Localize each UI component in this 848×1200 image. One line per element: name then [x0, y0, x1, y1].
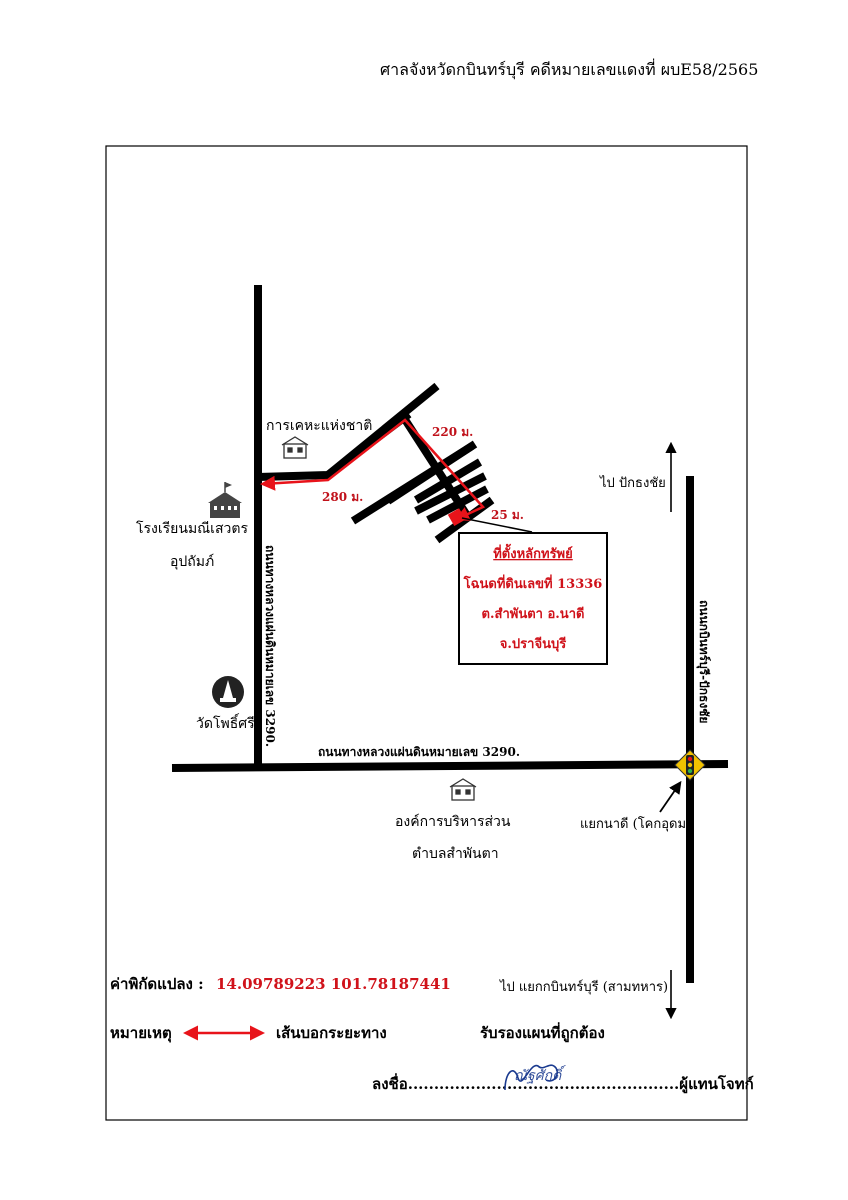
distance-220: 220 ม.	[432, 425, 473, 439]
housing-authority-label: การเคหะแห่งชาติ	[266, 418, 372, 434]
direction-north-label: ไป ปักธงชัย	[599, 475, 666, 491]
school-label-line2: อุปถัมภ์	[170, 553, 214, 570]
sao-label-line2: ตำบลสำพันตา	[412, 846, 499, 862]
school-label-line1: โรงเรียนมณีเสวตร	[136, 520, 248, 537]
sao-label-line1: องค์การบริหารส่วน	[395, 813, 511, 830]
legend-text: เส้นบอกระยะทาง	[276, 1024, 387, 1042]
temple-label: วัดโพธิ์ศรี	[196, 713, 255, 732]
distance-25: 25 ม.	[491, 508, 524, 522]
coords-value: 14.09789223 101.78187441	[216, 975, 451, 993]
property-location-1: ต.สำพันตา อ.นาดี	[482, 606, 585, 622]
kabin-road-label: ถนนกบินทร์บุรี-ปักธงชัย	[696, 600, 711, 723]
property-deed: โฉนดที่ดินเลขที่ 13336	[463, 574, 603, 592]
highway-horizontal-label: ถนนทางหลวงแผ่นดินหมายเลข 3290.	[318, 745, 520, 759]
direction-south-label: ไป แยกกบินทร์บุรี (สามทหาร)	[499, 979, 668, 995]
sign-prefix: ลงชื่อ	[372, 1073, 408, 1093]
traffic-light-icon	[674, 749, 706, 781]
certify-text: รับรองแผนที่ถูกต้อง	[480, 1022, 605, 1043]
building-icon	[281, 436, 309, 459]
legend-label: หมายเหตุ	[110, 1024, 172, 1043]
handwritten-signature: ณัฐศักดิ์	[504, 1064, 566, 1091]
property-title: ที่ตั้งหลักทรัพย์	[493, 543, 573, 562]
temple-icon	[212, 676, 244, 708]
sign-dots-1: ..................................	[408, 1075, 586, 1093]
signature-text: ณัฐศักดิ์	[514, 1065, 566, 1084]
signature-line: ลงชื่อ..................................…	[372, 1073, 754, 1094]
coords-label: ค่าพิกัดแปลง :	[110, 975, 204, 993]
roads	[171, 285, 729, 983]
map-frame	[105, 145, 748, 1121]
property-pointer	[461, 517, 533, 533]
sign-suffix: ผู้แทนโจทก์	[679, 1074, 753, 1094]
distance-280: 280 ม.	[322, 490, 363, 504]
sign-dots-2: ..................	[585, 1075, 679, 1093]
property-location-2: จ.ปราจีนบุรี	[500, 636, 566, 652]
distance-route	[260, 418, 486, 521]
highway-3290-horizontal	[171, 760, 729, 772]
sao-building-icon	[449, 778, 477, 801]
school-icon	[208, 482, 242, 518]
property-info-box	[458, 532, 608, 665]
highway-vertical-label: ถนนทางหลวงแผ่นดินหมายเลข 3290.	[263, 545, 277, 747]
junction-label: แยกนาดี (โคกอุดม)	[580, 816, 691, 832]
diagonal-road-long	[325, 382, 440, 479]
junction-pointer-arrow	[659, 780, 682, 813]
court-case-header: ศาลจังหวัดกบินทร์บุรี คดีหมายเลขแดงที่ ผ…	[380, 60, 759, 79]
